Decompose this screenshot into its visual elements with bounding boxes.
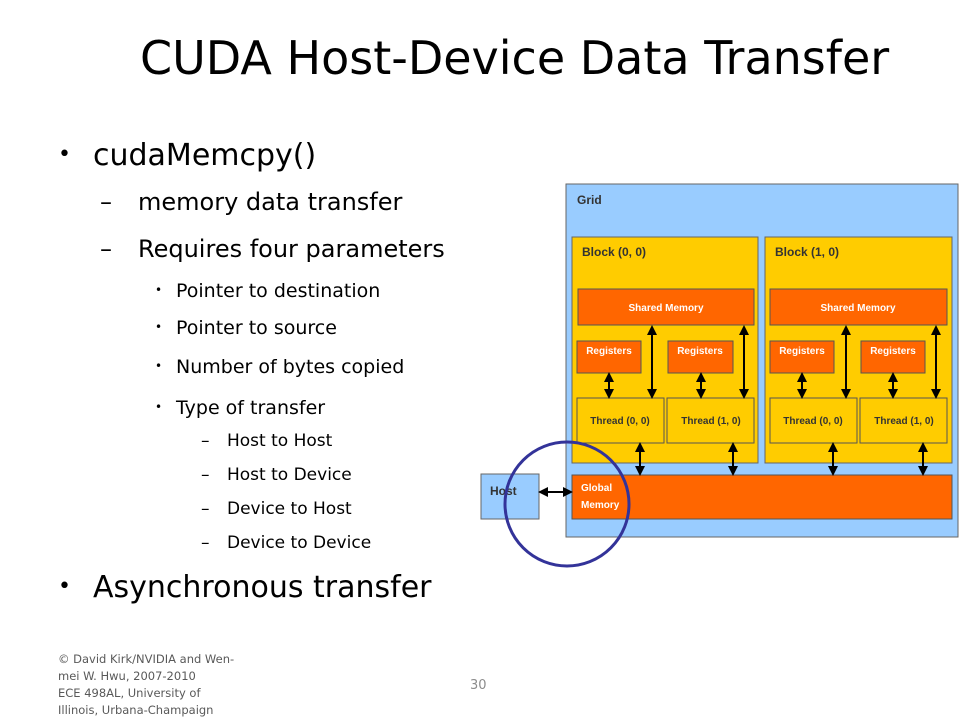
thread-1-1-box xyxy=(859,397,948,444)
registers-1-0 xyxy=(769,340,835,374)
bullet-device-to-device: Device to Device xyxy=(227,533,372,553)
dash-marker: – xyxy=(201,533,210,553)
footer-copyright: © David Kirk/NVIDIA and Wen- mei W. Hwu,… xyxy=(58,651,268,719)
shared-memory-0-label: Shared Memory xyxy=(628,303,703,314)
block-1-label: Block (1, 0) xyxy=(775,245,839,259)
bullet-host-to-host: Host to Host xyxy=(227,431,333,451)
bullet-memory-data-transfer: memory data transfer xyxy=(138,188,403,216)
block-0-label: Block (0, 0) xyxy=(582,245,646,259)
page-number: 30 xyxy=(470,678,487,693)
bullet-host-to-device: Host to Device xyxy=(227,465,352,485)
shared-memory-0 xyxy=(577,288,755,326)
bullet-marker: • xyxy=(155,283,163,297)
highlight-circle xyxy=(503,440,631,568)
bullet-device-to-host: Device to Host xyxy=(227,499,352,519)
footer-line: ECE 498AL, University of xyxy=(58,686,201,700)
bullet-marker: • xyxy=(155,359,163,373)
bullet-pointer-destination: Pointer to destination xyxy=(176,280,381,302)
thread-0-1-box xyxy=(666,397,755,444)
registers-1-0-label: Registers xyxy=(779,346,825,357)
dash-marker: – xyxy=(100,235,112,263)
bullet-number-of-bytes: Number of bytes copied xyxy=(176,356,405,378)
registers-0-1-label: Registers xyxy=(677,346,723,357)
global-memory-label-1: Global xyxy=(581,483,612,494)
dash-marker: – xyxy=(201,465,210,485)
footer-line: mei W. Hwu, 2007-2010 xyxy=(58,669,196,683)
bullet-marker: • xyxy=(155,320,163,334)
cuda-memory-diagram: Grid Block (0, 0) Shared Memory Register… xyxy=(480,183,959,568)
bullet-requires-four-parameters: Requires four parameters xyxy=(138,235,445,263)
global-memory-box xyxy=(571,474,953,520)
shared-memory-1 xyxy=(769,288,948,326)
dash-marker: – xyxy=(201,499,210,519)
bullet-type-of-transfer: Type of transfer xyxy=(176,397,326,419)
thread-0-0-label: Thread (0, 0) xyxy=(590,416,649,427)
bullet-cudamemcpy: cudaMemcpy() xyxy=(93,138,317,173)
bullet-marker: • xyxy=(58,142,71,167)
thread-0-1-label: Thread (1, 0) xyxy=(681,416,740,427)
grid-label: Grid xyxy=(577,193,602,207)
bullet-asynchronous-transfer: Asynchronous transfer xyxy=(93,570,432,605)
registers-0-0 xyxy=(576,340,642,374)
dash-marker: – xyxy=(201,431,210,451)
registers-1-1 xyxy=(860,340,926,374)
registers-1-1-label: Registers xyxy=(870,346,916,357)
bullet-marker: • xyxy=(58,574,71,599)
bullet-marker: • xyxy=(155,400,163,414)
thread-0-0-box xyxy=(576,397,665,444)
registers-0-0-label: Registers xyxy=(586,346,632,357)
footer-line: © David Kirk/NVIDIA and Wen- xyxy=(58,652,235,666)
bullet-pointer-source: Pointer to source xyxy=(176,317,337,339)
dash-marker: – xyxy=(100,188,112,216)
shared-memory-1-label: Shared Memory xyxy=(820,303,895,314)
footer-line: Illinois, Urbana-Champaign xyxy=(58,703,214,717)
thread-1-0-box xyxy=(769,397,858,444)
global-memory-label-2: Memory xyxy=(581,500,620,511)
thread-1-1-label: Thread (1, 0) xyxy=(874,416,933,427)
thread-1-0-label: Thread (0, 0) xyxy=(783,416,842,427)
host-label: Host xyxy=(490,484,517,498)
slide-title: CUDA Host-Device Data Transfer xyxy=(140,31,890,85)
